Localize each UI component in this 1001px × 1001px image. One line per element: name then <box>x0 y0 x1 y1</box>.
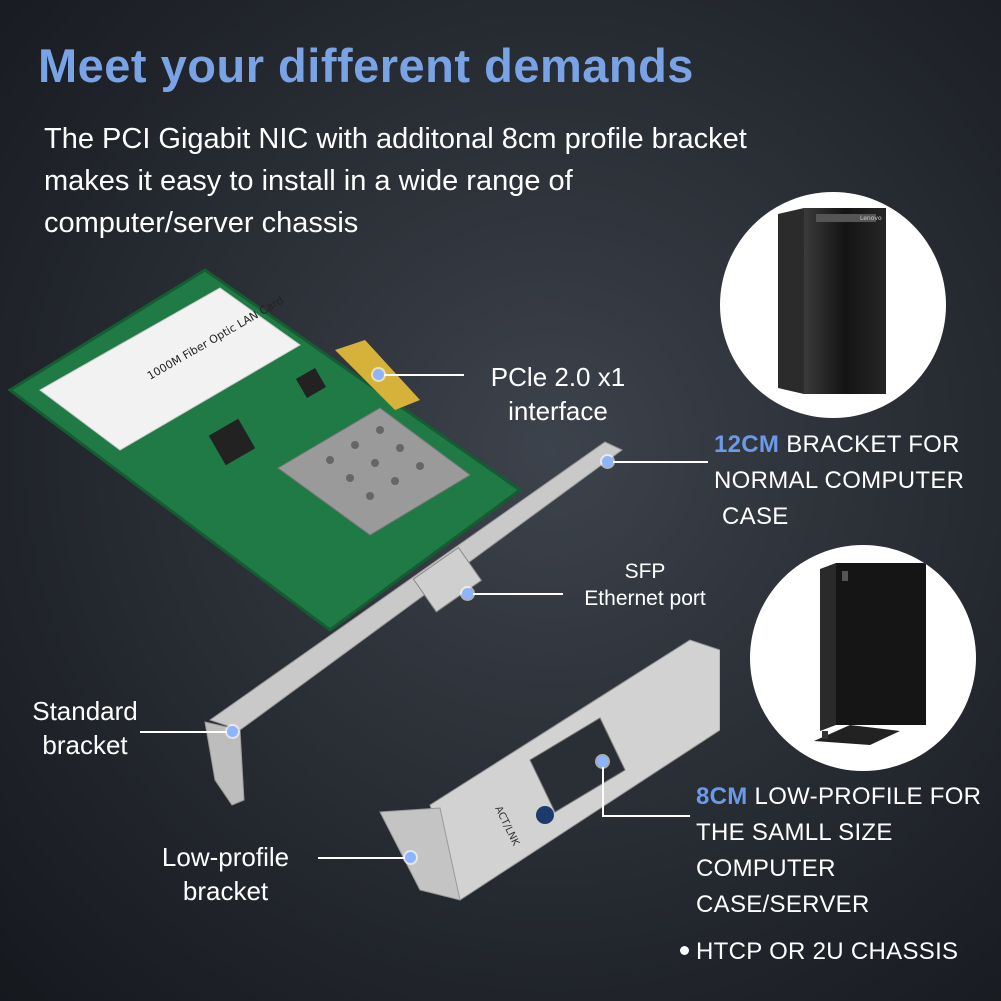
bracket12-line2: NORMAL COMPUTER <box>714 467 965 494</box>
bracket12-highlight: 12CM <box>714 431 780 458</box>
lowprofile-label-line1: Low-profile <box>161 842 290 872</box>
bracket12-line1: BRACKET FOR <box>779 431 960 458</box>
bracket8-dot <box>597 756 608 767</box>
chip <box>295 367 327 399</box>
card-label-sticker <box>39 287 301 451</box>
bracket8-bullet: HTCP OR 2U CHASSIS <box>696 938 959 965</box>
sfp-cage <box>277 407 471 536</box>
sfp-leader-line <box>473 593 563 595</box>
standard-label-line2: bracket <box>42 730 128 760</box>
standard-leader-line <box>140 731 227 733</box>
pcie-dot <box>373 369 384 380</box>
slim-pc-icon <box>814 563 926 745</box>
bracket12-line3: CASE <box>722 503 789 530</box>
bracket8-line2: THE SAMLL SIZE <box>696 819 893 846</box>
bracket-port-opening <box>529 717 626 813</box>
pcie-leader-line <box>384 374 464 376</box>
slim-pc-circle <box>750 545 976 771</box>
sfp-label-line1: SFP <box>624 560 666 583</box>
intro-text: The PCI Gigabit NIC with additonal 8cm p… <box>44 123 747 239</box>
standard-label-line1: Standard <box>32 696 138 726</box>
svg-text:Lenovo: Lenovo <box>860 215 882 222</box>
sfp-dot <box>462 588 473 599</box>
bracket12-caption: 12CM BRACKET FOR NORMAL COMPUTER CASE <box>714 427 999 535</box>
page-title: Meet your different demands <box>38 39 694 92</box>
bracket8-line4: CASE/SERVER <box>696 891 870 918</box>
bracket8-leader-line-h <box>602 815 690 817</box>
chip <box>208 418 256 466</box>
bracket8-highlight: 8CM <box>696 783 748 810</box>
sfp-label-line2: Ethernet port <box>584 587 706 610</box>
bracket8-caption: 8CM LOW-PROFILE FOR THE SAMLL SIZE COMPU… <box>696 779 996 923</box>
lowprofile-bracket-label: Low-profile bracket <box>148 840 303 908</box>
pcie-label-line1: PCle 2.0 x1 <box>490 362 626 392</box>
bracket8-line3: COMPUTER <box>696 855 836 882</box>
bracket12-dot <box>602 456 613 467</box>
bracket8-line1: LOW-PROFILE FOR <box>747 783 982 810</box>
standard-dot <box>227 726 238 737</box>
pcie-label-line2: interface <box>508 396 608 426</box>
bracket-led <box>536 806 554 824</box>
sfp-port <box>412 546 483 613</box>
bracket8-leader-line-v <box>602 767 604 817</box>
sfp-label: SFP Ethernet port <box>570 558 720 612</box>
lowprofile-leader-line <box>318 857 405 859</box>
lowprofile-dot <box>405 852 416 863</box>
tower-pc-icon: Lenovo <box>778 208 886 394</box>
nic-illustration: 1000M Fiber Optic LAN Card ACT/LNK <box>7 268 720 901</box>
lowprofile-label-line2: bracket <box>182 876 269 906</box>
tower-pc-circle: Lenovo <box>720 192 946 418</box>
pcie-label: PCle 2.0 x1 interface <box>478 360 638 428</box>
bracket12-leader-line <box>613 461 708 463</box>
standard-bracket-label: Standard bracket <box>20 694 150 762</box>
bullet-dot-icon <box>680 946 689 955</box>
